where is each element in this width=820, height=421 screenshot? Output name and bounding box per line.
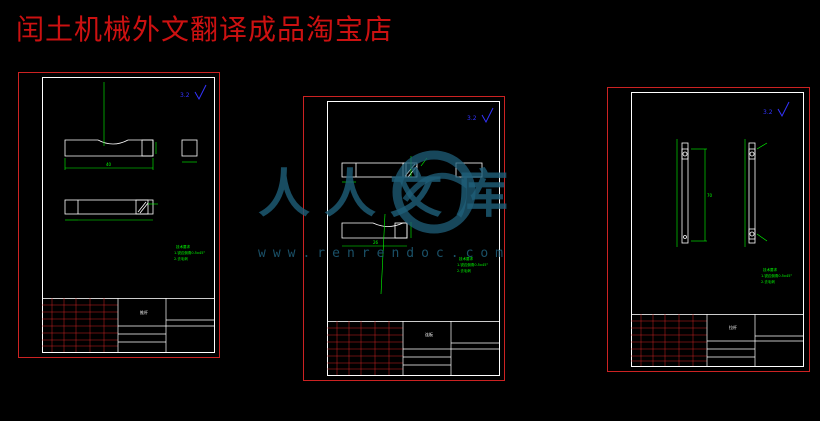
svg-text:技术要求: 技术要求: [459, 256, 473, 261]
drawing-sheet-1: 3.2 40 技术要求 1.锐边倒角0.5x45° 2.去毛刺: [18, 72, 220, 358]
part-front-view: [681, 142, 689, 244]
inner-border: [42, 77, 215, 353]
part-name: 连板: [425, 331, 433, 337]
svg-text:技术要求: 技术要求: [763, 267, 777, 272]
part-front-view: [64, 139, 154, 157]
dimension-text-overall: 70: [707, 193, 713, 198]
roughness-symbol: 3.2: [467, 107, 494, 124]
dimension-text-overall: 26: [373, 240, 379, 245]
outer-frame: [18, 72, 220, 358]
roughness-symbol: 3.2: [763, 101, 790, 118]
title-block: 推杆: [42, 298, 215, 353]
technical-notes: 技术要求 1.锐边倒角0.5x45° 2.去毛刺: [457, 256, 488, 273]
svg-text:技术要求: 技术要求: [176, 244, 190, 249]
technical-notes: 技术要求 1.锐边倒角0.5x45° 2.去毛刺: [174, 244, 205, 261]
inner-border: [631, 92, 804, 367]
outer-frame: [303, 96, 505, 381]
title-block: 连板: [327, 321, 500, 376]
svg-text:1.锐边倒角0.5x45°: 1.锐边倒角0.5x45°: [457, 262, 488, 267]
svg-text:2.去毛刺: 2.去毛刺: [174, 256, 188, 261]
part-top-view: [341, 222, 408, 239]
part-name: 拉杆: [729, 324, 737, 330]
part-front-view: [341, 162, 418, 178]
part-side-view: [455, 162, 483, 178]
inner-border: [327, 101, 500, 376]
part-name: 推杆: [140, 309, 148, 315]
roughness-symbol: 3.2: [180, 84, 207, 101]
svg-text:2.去毛刺: 2.去毛刺: [761, 279, 775, 284]
part-side-view: [181, 139, 198, 157]
svg-text:2.去毛刺: 2.去毛刺: [457, 268, 471, 273]
title-block: 拉杆: [631, 314, 804, 367]
technical-notes: 技术要求 1.锐边倒角0.5x45° 2.去毛刺: [761, 267, 792, 284]
svg-text:1.锐边倒角0.5x45°: 1.锐边倒角0.5x45°: [761, 273, 792, 278]
drawing-sheet-3: 3.2 70 技术要求 1.锐边倒角0.5x45° 2.去毛刺: [607, 87, 810, 373]
dimension-lines-top: [65, 203, 158, 221]
dimension-lines: [676, 139, 768, 247]
shop-title: 闰土机械外文翻译成品淘宝店: [16, 13, 394, 46]
svg-text:3.2: 3.2: [763, 109, 773, 116]
svg-text:3.2: 3.2: [180, 92, 190, 99]
svg-text:1.锐边倒角0.5x45°: 1.锐边倒角0.5x45°: [174, 250, 205, 255]
part-top-view: [64, 199, 154, 215]
dimension-lines-front: [64, 82, 157, 170]
drawing-sheet-2: 3.2 26 技术要求 1.锐边倒角0.5x45° 2.去毛刺: [303, 96, 505, 382]
part-side-view: [748, 142, 756, 244]
dimension-text-overall: 40: [106, 162, 112, 167]
svg-text:3.2: 3.2: [467, 115, 477, 122]
outer-frame: [607, 87, 810, 372]
